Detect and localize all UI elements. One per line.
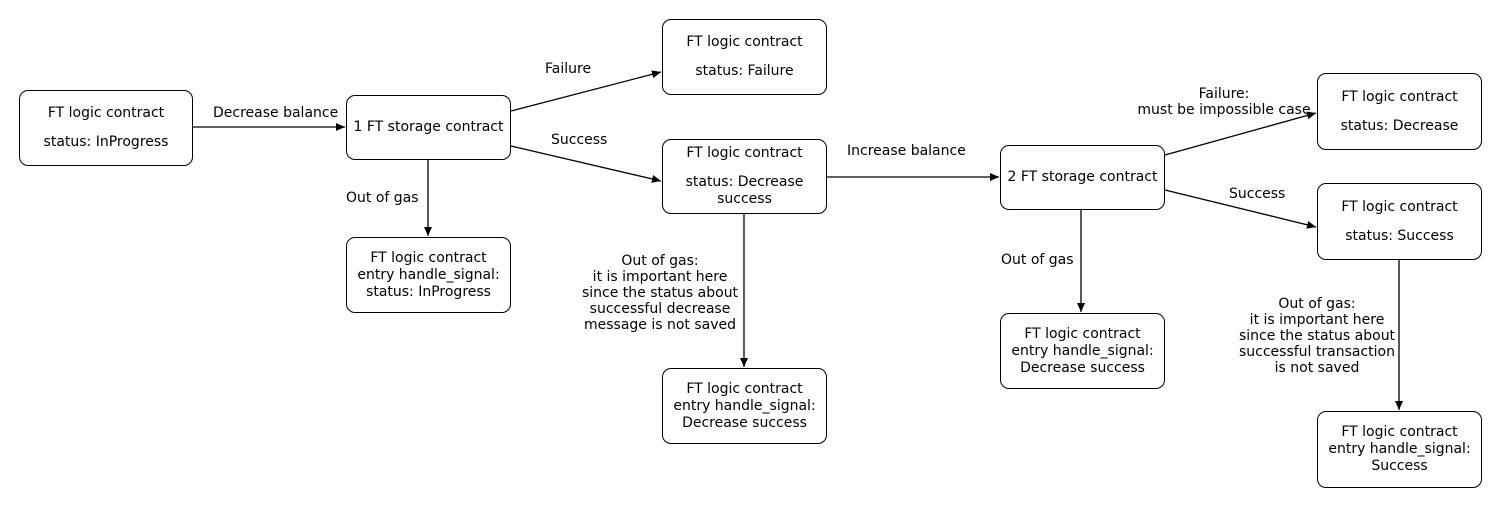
edge-label-line: it is important here [1249,312,1385,328]
edge-success1 [510,145,662,183]
node-text-line: success [717,191,772,207]
edge-label-line: successful decrease [589,301,731,317]
node-text-line: FT logic contract [1341,424,1458,440]
edge-label-line: Failure: [1198,86,1250,102]
edge-label-line: must be impossible case [1137,102,1311,118]
node-text-line: FT logic contract [686,145,803,161]
node-text-line: FT logic contract [686,380,803,397]
node-logic-decrease-success: FT logic contract status: Decrease succe… [662,139,827,214]
node-text-line: FT logic contract [686,34,803,50]
node-text-line: status: Success [1345,227,1454,244]
node-storage-2: 2 FT storage contract [1000,145,1165,210]
node-text-line: entry handle_signal: [1011,342,1154,359]
node-logic-success: FT logic contract status: Success [1317,183,1482,260]
node-text-line: FT logic contract [1341,88,1458,105]
node-handle-signal-inprogress: FT logic contract entry handle_signal: s… [346,237,511,313]
edge-label-out-of-gas4: Out of gas: it is important here since t… [1239,296,1395,376]
node-text-line: entry handle_signal: [673,397,816,414]
edge-label-success1: Success [551,132,608,148]
node-text-line: status: Decrease [685,174,804,190]
edge-label-line: Out of gas: [1278,296,1356,312]
node-text-line: Decrease success [1020,359,1145,376]
node-text-line: FT logic contract [47,105,165,121]
edge-label-success2: Success [1229,186,1286,202]
edge-label-failure1: Failure [545,61,592,77]
edge-success2 [1164,189,1317,229]
node-text-line: status: Failure [695,63,794,79]
edge-failure1 [510,70,662,112]
edge-label-decrease-balance: Decrease balance [213,105,339,121]
edge-label-line: successful transaction [1238,344,1395,360]
node-handle-signal-decrease-success-2: FT logic contract entry handle_signal: D… [1000,313,1165,389]
edge-failure2 [1164,111,1317,156]
node-logic-decrease: FT logic contract status: Decrease [1317,73,1482,150]
node-handle-signal-success: FT logic contract entry handle_signal: S… [1317,411,1482,488]
node-text-line: status: InProgress [366,283,491,300]
node-text-line: FT logic contract [370,249,487,266]
node-storage-1: 1 FT storage contract [346,95,511,160]
edge-label-failure2: Failure: must be impossible case [1137,86,1310,118]
node-text-line: entry handle_signal: [1328,441,1471,457]
edge-label-out-of-gas3: Out of gas [1001,252,1074,268]
node-text-line: FT logic contract [1341,198,1458,215]
edge-label-line: it is important here [592,269,728,285]
node-handle-signal-decrease-success-1: FT logic contract entry handle_signal: D… [662,368,827,444]
node-text-line: Success [1371,458,1428,474]
node-text-line: status: InProgress [43,134,169,150]
edge-label-out-of-gas2: Out of gas: it is important here since t… [582,253,738,333]
edge-label-line: Out of gas: [621,253,699,269]
edge-label-line: message is not saved [583,317,737,333]
node-text-line: FT logic contract [1024,325,1141,342]
edge-label-line: since the status about [1238,328,1396,344]
node-logic-inprogress: FT logic contract status: InProgress [19,90,193,166]
node-logic-failure: FT logic contract status: Failure [662,19,827,95]
node-text-line: 2 FT storage contract [1007,169,1158,185]
edge-label-increase-balance: Increase balance [847,143,966,159]
node-text-line: entry handle_signal: [357,266,500,283]
edge-label-line: is not saved [1274,360,1360,376]
edge-label-line: since the status about [581,285,739,301]
node-text-line: status: Decrease [1340,117,1459,134]
edge-label-out-of-gas1: Out of gas [346,190,419,206]
node-text-line: 1 FT storage contract [353,119,504,135]
node-text-line: Decrease success [682,414,807,431]
